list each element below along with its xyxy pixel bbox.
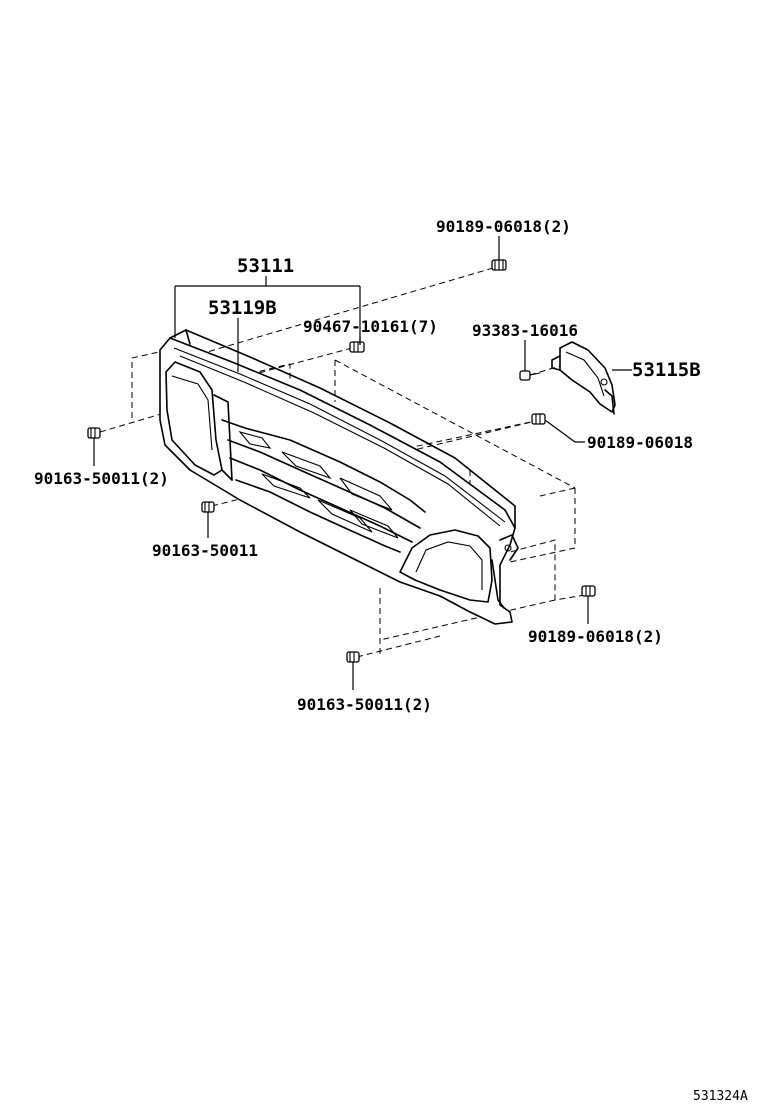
label-clip-mid-right: 90189-06018 — [587, 433, 693, 452]
callout-labels: 90189-06018(2) 53111 53119B 90467-10161(… — [34, 217, 748, 1104]
label-emblem: 53119B — [208, 297, 277, 319]
clip-icon — [491, 259, 507, 271]
fasteners — [87, 259, 596, 663]
label-clip-top-right: 90189-06018(2) — [436, 217, 571, 236]
label-grille-assy: 53111 — [237, 255, 294, 277]
reference-code: 531324A — [693, 1089, 748, 1104]
screw-icon — [346, 651, 360, 663]
alignment-lines — [99, 267, 586, 658]
clip-icon — [349, 341, 365, 353]
label-screw-center: 90163-50011 — [152, 541, 258, 560]
screw-icon — [201, 501, 215, 513]
label-bracket: 53115B — [632, 359, 701, 381]
label-screw-bracket: 93383-16016 — [472, 321, 578, 340]
screw-icon — [519, 370, 541, 381]
clip-icon — [581, 585, 596, 597]
label-screw-left: 90163-50011(2) — [34, 469, 169, 488]
screw-icon — [87, 427, 101, 439]
clip-icon — [531, 413, 546, 425]
grille-bracket — [551, 341, 616, 415]
label-clip-top-center: 90467-10161(7) — [303, 317, 438, 336]
radiator-grille — [159, 329, 519, 625]
label-screw-bottom: 90163-50011(2) — [297, 695, 432, 714]
label-clip-lower-right: 90189-06018(2) — [528, 627, 663, 646]
leader-lines — [93, 236, 632, 690]
